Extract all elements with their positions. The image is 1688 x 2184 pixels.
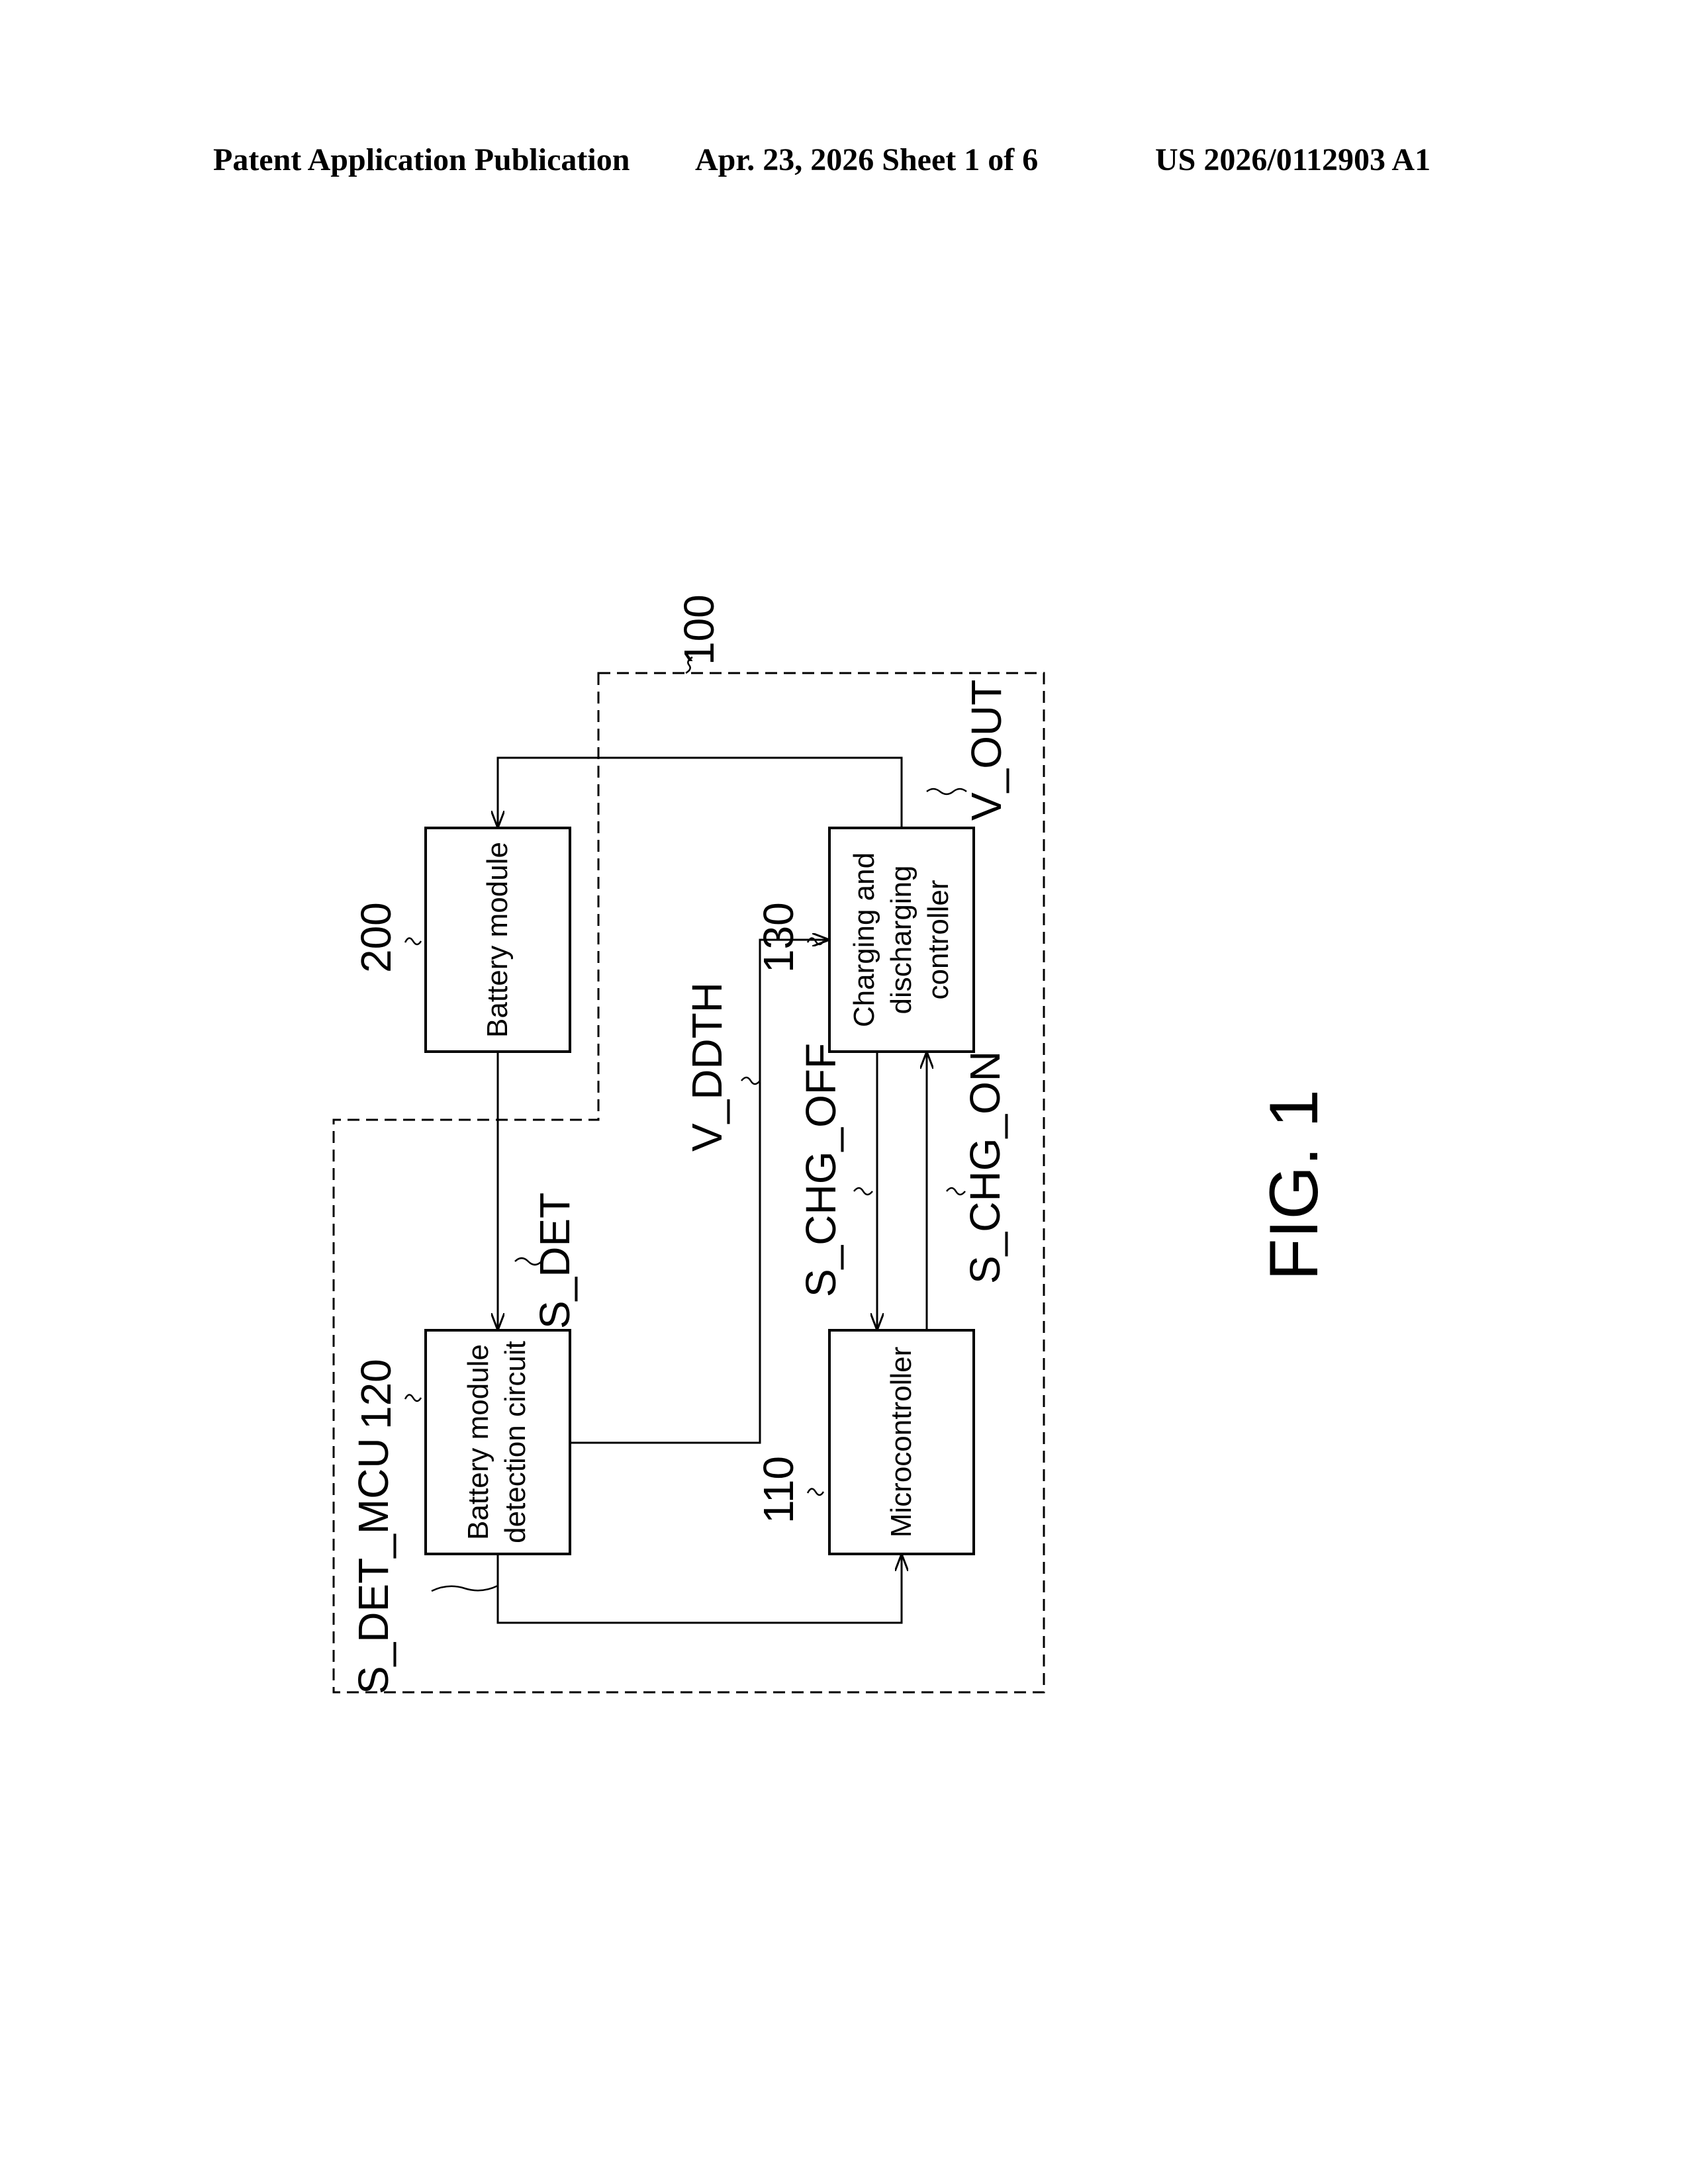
s-det-mcu-line bbox=[498, 1554, 902, 1623]
signal-v-ddth: V_DDTH bbox=[683, 982, 731, 1152]
signal-v-out: V_OUT bbox=[962, 680, 1010, 821]
signal-s-det: S_DET bbox=[531, 1193, 579, 1329]
leader-v-out bbox=[927, 789, 966, 794]
controller-label-1: Charging and bbox=[848, 852, 880, 1027]
controller-label-3: controller bbox=[922, 880, 955, 1000]
microcontroller-label: Microcontroller bbox=[885, 1347, 917, 1538]
ref-110: 110 bbox=[755, 1456, 802, 1524]
signal-s-chg-on: S_CHG_ON bbox=[961, 1051, 1009, 1284]
v-out-line bbox=[498, 758, 902, 828]
leader-200 bbox=[405, 938, 421, 944]
ref-200: 200 bbox=[352, 902, 400, 973]
leader-v-ddth bbox=[741, 1077, 760, 1084]
ref-120: 120 bbox=[352, 1359, 400, 1430]
leader-s-det-mcu bbox=[432, 1586, 498, 1591]
signal-s-det-mcu: S_DET_MCU bbox=[350, 1437, 397, 1694]
detection-circuit-label-2: detection circuit bbox=[499, 1341, 532, 1543]
battery-module-label: Battery module bbox=[481, 842, 514, 1038]
detection-circuit-label-1: Battery module bbox=[462, 1344, 494, 1540]
leader-110 bbox=[808, 1488, 823, 1495]
detection-circuit-block bbox=[426, 1330, 570, 1554]
ref-130: 130 bbox=[755, 902, 802, 973]
figure-caption: FIG. 1 bbox=[1256, 1089, 1333, 1281]
controller-label-2: discharging bbox=[885, 865, 917, 1014]
leader-s-chg-off bbox=[854, 1188, 872, 1195]
leader-120 bbox=[405, 1394, 421, 1401]
ref-100: 100 bbox=[675, 594, 723, 665]
signal-s-chg-off: S_CHG_OFF bbox=[797, 1043, 845, 1297]
